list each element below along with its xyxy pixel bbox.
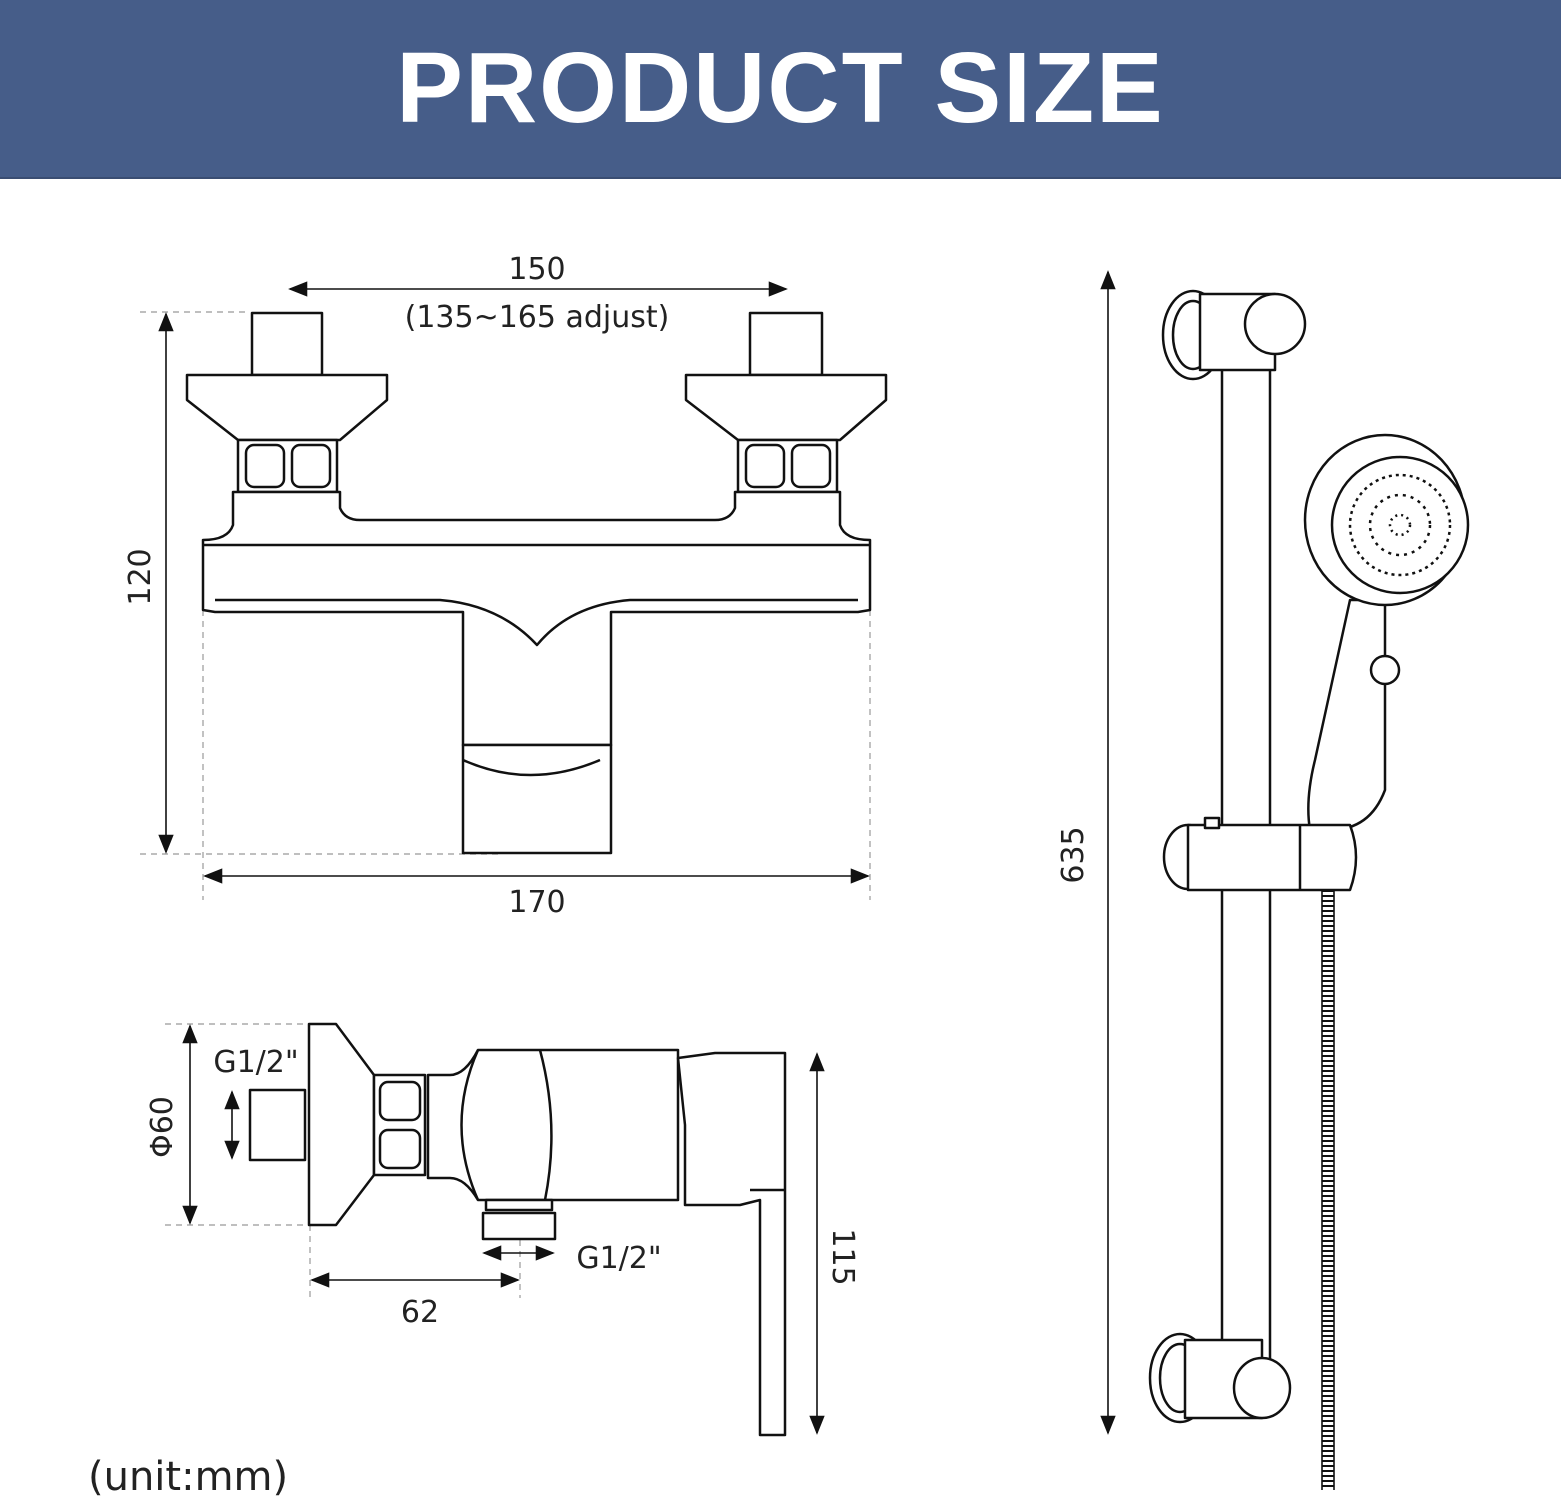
outlet-thread-label: G1/2" <box>576 1241 661 1276</box>
rail-length-label: 635 <box>1056 826 1091 883</box>
outlet-offset-label: 62 <box>401 1295 439 1330</box>
inlet-spacing-label: 150 <box>508 252 565 287</box>
page-title: PRODUCT SIZE <box>396 32 1165 144</box>
side-dimensions: Φ60 G1/2" G1/2" 62 115 <box>145 1024 860 1435</box>
diameter-label: Φ60 <box>145 1096 180 1158</box>
rail-dimension: 635 <box>1056 270 1116 1435</box>
front-dimensions: 150 (135~165 adjust) 120 170 <box>123 252 870 920</box>
inlet-adjust-label: (135~165 adjust) <box>405 300 670 335</box>
depth-label: 115 <box>825 1228 860 1285</box>
height-label: 120 <box>123 548 158 605</box>
front-view-mixer <box>140 311 888 900</box>
header-banner: PRODUCT SIZE <box>0 0 1561 179</box>
shower-rail <box>1148 289 1470 1490</box>
inlet-thread-label: G1/2" <box>213 1045 298 1080</box>
width-label: 170 <box>508 885 565 920</box>
side-view-mixer <box>165 1022 787 1437</box>
unit-note: (unit:mm) <box>88 1454 288 1500</box>
